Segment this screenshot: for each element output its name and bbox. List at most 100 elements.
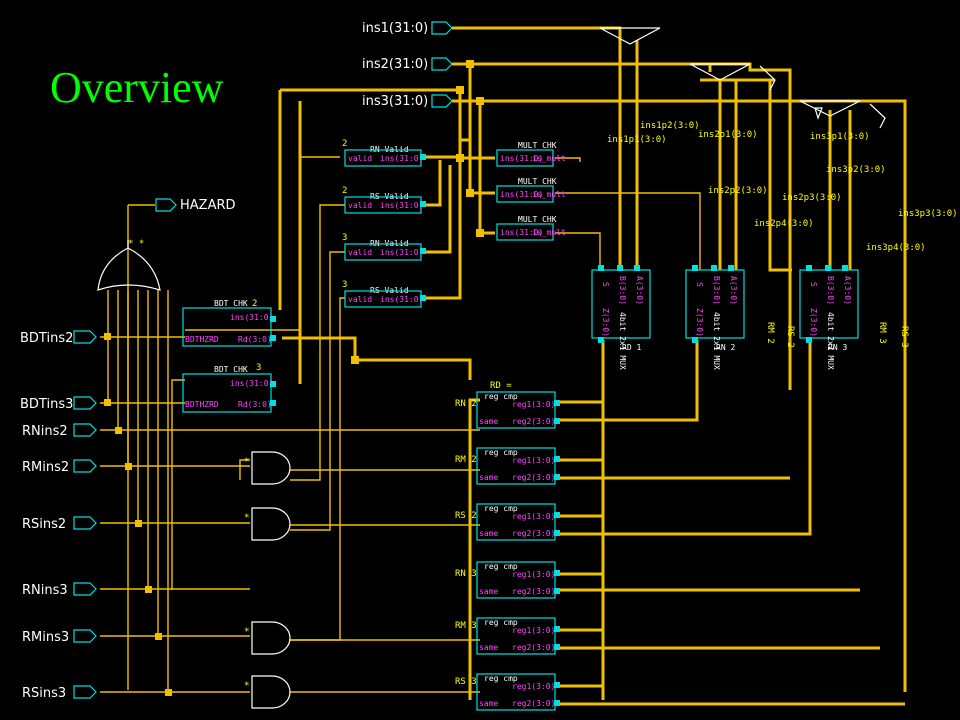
svg-text:RSins3: RSins3 [22, 686, 66, 701]
regcmp-block-3: RS 2 reg cmp same reg1(3:0) reg2(3:0) [455, 503, 560, 541]
port-ins2: ins2(31:0) [362, 57, 453, 72]
svg-text:RNins3: RNins3 [22, 583, 68, 598]
svg-text:same: same [479, 587, 498, 596]
bus-rippers [599, 27, 886, 129]
or-gate: * * [97, 239, 161, 291]
svg-text:A(3:0): A(3:0) [635, 276, 644, 305]
svg-text:3: 3 [256, 363, 261, 373]
control-wires [100, 156, 701, 693]
svg-text:RM 3: RM 3 [877, 322, 887, 344]
svg-text:MULT CHK: MULT CHK [518, 215, 557, 224]
svg-text:RN 2: RN 2 [716, 343, 735, 352]
svg-text:MULT CHK: MULT CHK [518, 177, 557, 186]
svg-text:reg cmp: reg cmp [484, 618, 518, 627]
svg-text:reg1(3:0): reg1(3:0) [512, 682, 555, 691]
svg-text:S: S [809, 282, 818, 287]
svg-text:ins1(31:0): ins1(31:0) [362, 21, 428, 36]
svg-text:reg2(3:0): reg2(3:0) [512, 643, 555, 652]
svg-text:ins3p3(3:0): ins3p3(3:0) [898, 209, 958, 219]
svg-text:ins2p3(3:0): ins2p3(3:0) [782, 193, 842, 203]
valid-block-4: 3 RS Valid valid ins(31:0) [342, 280, 426, 308]
svg-text:same: same [479, 529, 498, 538]
svg-text:ins(31:0): ins(31:0) [230, 379, 273, 388]
svg-text:reg1(3:0): reg1(3:0) [512, 570, 555, 579]
rd-label: RD = [490, 381, 512, 391]
svg-text:B(3:0): B(3:0) [618, 276, 627, 305]
svg-text:RD 1: RD 1 [622, 343, 641, 352]
svg-text:is_mult: is_mult [532, 154, 566, 163]
svg-text:4bit 2x1 MUX: 4bit 2x1 MUX [712, 312, 721, 370]
svg-text:4bit 2x1 MUX: 4bit 2x1 MUX [826, 312, 835, 370]
regcmp-block-1: RN 2 reg cmp same reg1(3:0) reg2(3:0) [455, 391, 560, 429]
port-bdtins3: BDTins3 [20, 396, 97, 412]
svg-text:ins2(31:0): ins2(31:0) [362, 57, 428, 72]
svg-text:A(3:0): A(3:0) [729, 276, 738, 305]
and-gates: * * * * [244, 451, 291, 709]
svg-text:*: * [244, 457, 249, 467]
bus-labels: ins1p2(3:0) ins1p1(3:0) ins2p1(3:0) ins2… [607, 121, 958, 253]
svg-text:HAZARD: HAZARD [180, 198, 236, 213]
svg-text:RS 2: RS 2 [785, 326, 795, 348]
svg-text:ins3p2(3:0): ins3p2(3:0) [826, 165, 886, 175]
hazard-output: HAZARD [155, 198, 236, 213]
svg-text:BDT CHK: BDT CHK [214, 299, 248, 308]
svg-text:BDTins3: BDTins3 [20, 397, 73, 412]
svg-text:*: * [244, 513, 249, 523]
svg-text:ins2p4(3:0): ins2p4(3:0) [754, 219, 814, 229]
svg-text:reg1(3:0): reg1(3:0) [512, 456, 555, 465]
svg-text:ins(31:0): ins(31:0) [380, 154, 423, 163]
svg-text:same: same [479, 417, 498, 426]
svg-text:RNins2: RNins2 [22, 424, 68, 439]
svg-text:2: 2 [252, 299, 257, 309]
svg-text:reg2(3:0): reg2(3:0) [512, 587, 555, 596]
svg-text:*: * [244, 681, 249, 691]
svg-text:Z(3:0): Z(3:0) [601, 308, 610, 337]
svg-text:BDTHZRD: BDTHZRD [185, 400, 219, 409]
svg-text:ins1p2(3:0): ins1p2(3:0) [640, 121, 700, 131]
svg-text:ins(31:0): ins(31:0) [230, 313, 273, 322]
svg-text:reg1(3:0): reg1(3:0) [512, 512, 555, 521]
svg-text:same: same [479, 643, 498, 652]
svg-text:RMins2: RMins2 [22, 460, 69, 475]
svg-text:ins(31:0): ins(31:0) [500, 154, 543, 163]
mux-block-1: S B(3:0) A(3:0) Z(3:0) 4bit 2x1 MUX RD 1 [591, 265, 651, 370]
left-input-ports: BDTins2 BDTins3 RNins2 RMins2 RSins2 RNi… [20, 330, 97, 701]
svg-text:ins2p2(3:0): ins2p2(3:0) [708, 186, 768, 196]
mult-block-2: MULT CHK ins(31:0) is_mult [496, 177, 566, 203]
mult-block-1: MULT CHK ins(31:0) is_mult [496, 141, 566, 167]
regcmp-block-4: RN 3 reg cmp same reg1(3:0) reg2(3:0) [455, 561, 560, 599]
mult-block-3: MULT CHK ins(31:0) is_mult [496, 215, 566, 241]
svg-text:same: same [479, 699, 498, 708]
svg-text:RS 3: RS 3 [899, 326, 909, 348]
svg-text:reg cmp: reg cmp [484, 674, 518, 683]
svg-text:is_mult: is_mult [532, 228, 566, 237]
svg-text:reg2(3:0): reg2(3:0) [512, 417, 555, 426]
port-bdtins2: BDTins2 [20, 330, 97, 346]
bus-wires [278, 26, 907, 706]
svg-text:RM 2: RM 2 [765, 322, 775, 344]
svg-text:BDTins2: BDTins2 [20, 331, 73, 346]
svg-text:RS 2: RS 2 [455, 511, 477, 521]
svg-text:reg2(3:0): reg2(3:0) [512, 473, 555, 482]
svg-text:RSins2: RSins2 [22, 517, 66, 532]
svg-text:reg cmp: reg cmp [484, 448, 518, 457]
junction-dots [104, 60, 484, 696]
svg-text:MULT CHK: MULT CHK [518, 141, 557, 150]
svg-text:reg2(3:0): reg2(3:0) [512, 529, 555, 538]
svg-text:reg cmp: reg cmp [484, 504, 518, 513]
svg-text:valid: valid [348, 201, 372, 210]
svg-text:S: S [601, 282, 610, 287]
svg-text:reg cmp: reg cmp [484, 392, 518, 401]
svg-text:same: same [479, 473, 498, 482]
svg-text:ins(31:0): ins(31:0) [380, 201, 423, 210]
svg-text:ins3p1(3:0): ins3p1(3:0) [810, 132, 870, 142]
valid-block-2: 2 RS Valid valid ins(31:0) [342, 186, 426, 214]
svg-text:RN 3: RN 3 [455, 569, 477, 579]
bdt-block-1: BDT CHK 2 ins(31:0) BDTHZRD Rd(3:0) [182, 299, 276, 347]
svg-text:RM 3: RM 3 [455, 621, 477, 631]
svg-text:3: 3 [342, 280, 347, 290]
svg-text:B(3:0): B(3:0) [826, 276, 835, 305]
svg-text:Rd(3:0): Rd(3:0) [238, 400, 272, 409]
svg-text:*: * [244, 627, 249, 637]
